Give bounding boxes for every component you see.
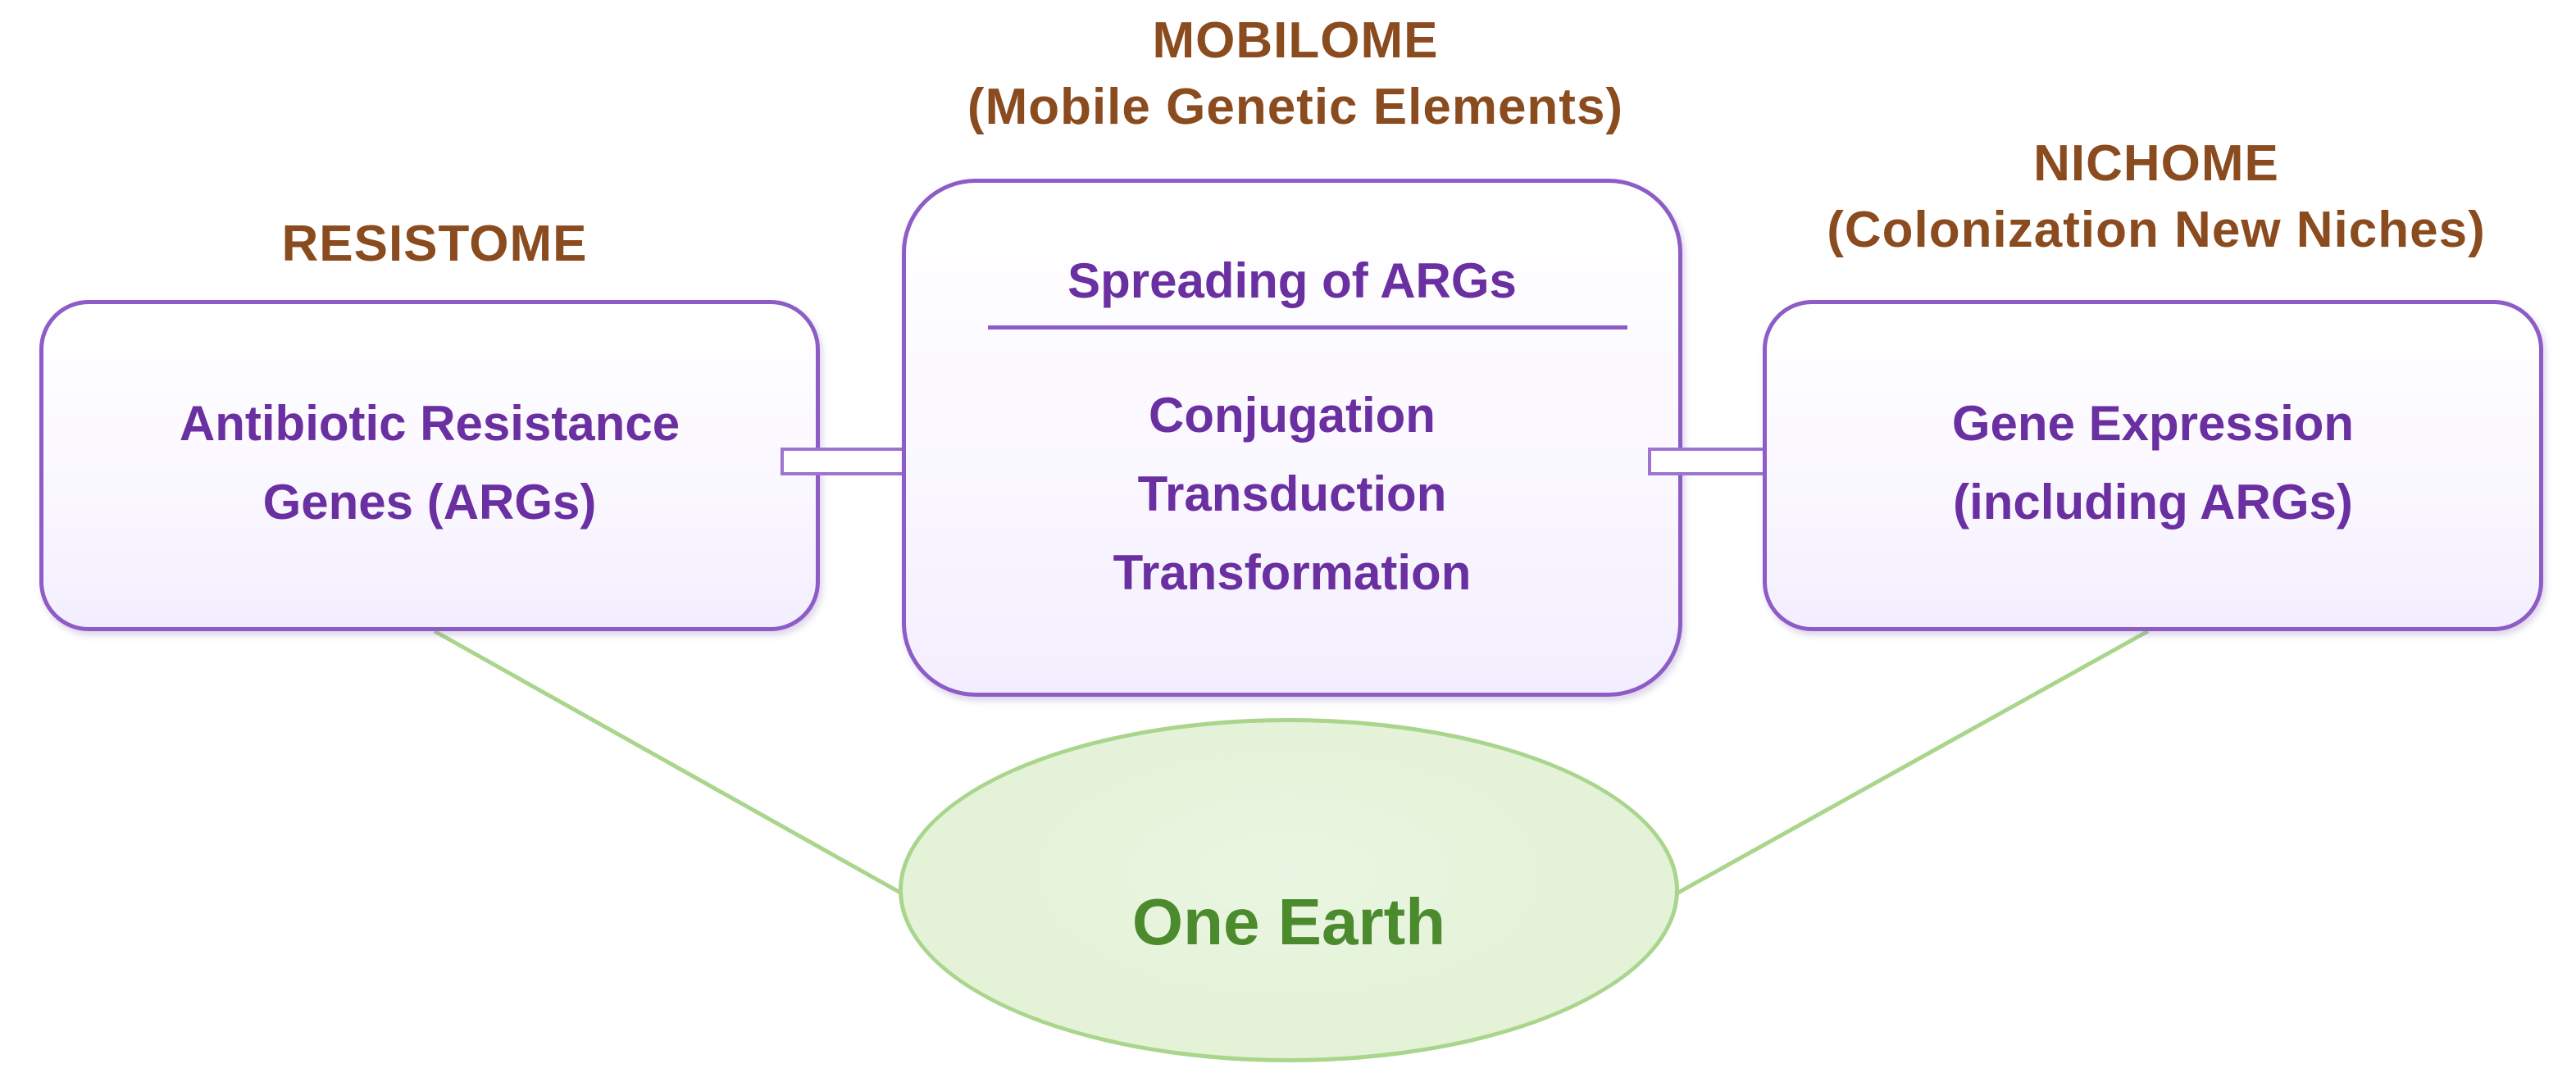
mobilome-divider	[988, 325, 1627, 330]
nichome-heading-text: NICHOME	[2033, 135, 2279, 192]
nichome-box-text: Gene Expression (including ARGs)	[1767, 384, 2539, 542]
connector-resistome-earth	[433, 629, 903, 896]
nichome-line-1: Gene Expression	[1951, 396, 2355, 451]
mobilome-line-3: Transformation	[1113, 545, 1472, 600]
resistome-line-2: Genes (ARGs)	[262, 475, 597, 530]
nichome-subheading: (Colonization New Niches)	[1827, 201, 2486, 258]
mobilome-box: Spreading of ARGs Conjugation Transducti…	[902, 179, 1682, 697]
resistome-box: Antibiotic Resistance Genes (ARGs)	[39, 300, 820, 631]
nichome-line-2: (including ARGs)	[1953, 475, 2353, 530]
connector-nichome-earth	[1675, 629, 2150, 896]
mobilome-subheading: (Mobile Genetic Elements)	[967, 78, 1624, 135]
resistome-line-1: Antibiotic Resistance	[179, 396, 680, 451]
resistome-heading-text: RESISTOME	[281, 216, 588, 272]
mobilome-title: Spreading of ARGs	[1067, 253, 1517, 308]
mobilome-box-text: Conjugation Transduction Transformation	[906, 376, 1678, 612]
mobilome-heading: MOBILOME (Mobile Genetic Elements)	[885, 8, 1705, 140]
mobilome-line-1: Conjugation	[1149, 388, 1436, 443]
nichome-heading: NICHOME (Colonization New Niches)	[1787, 131, 2525, 263]
resistome-heading: RESISTOME	[180, 211, 689, 278]
resistome-box-text: Antibiotic Resistance Genes (ARGs)	[43, 384, 816, 542]
nichome-box: Gene Expression (including ARGs)	[1763, 300, 2543, 631]
one-earth-label: One Earth	[1131, 885, 1446, 958]
mobilome-heading-text: MOBILOME	[1152, 12, 1439, 69]
mobilome-line-2: Transduction	[1137, 466, 1447, 521]
one-earth-ellipse: One Earth	[899, 718, 1679, 1062]
